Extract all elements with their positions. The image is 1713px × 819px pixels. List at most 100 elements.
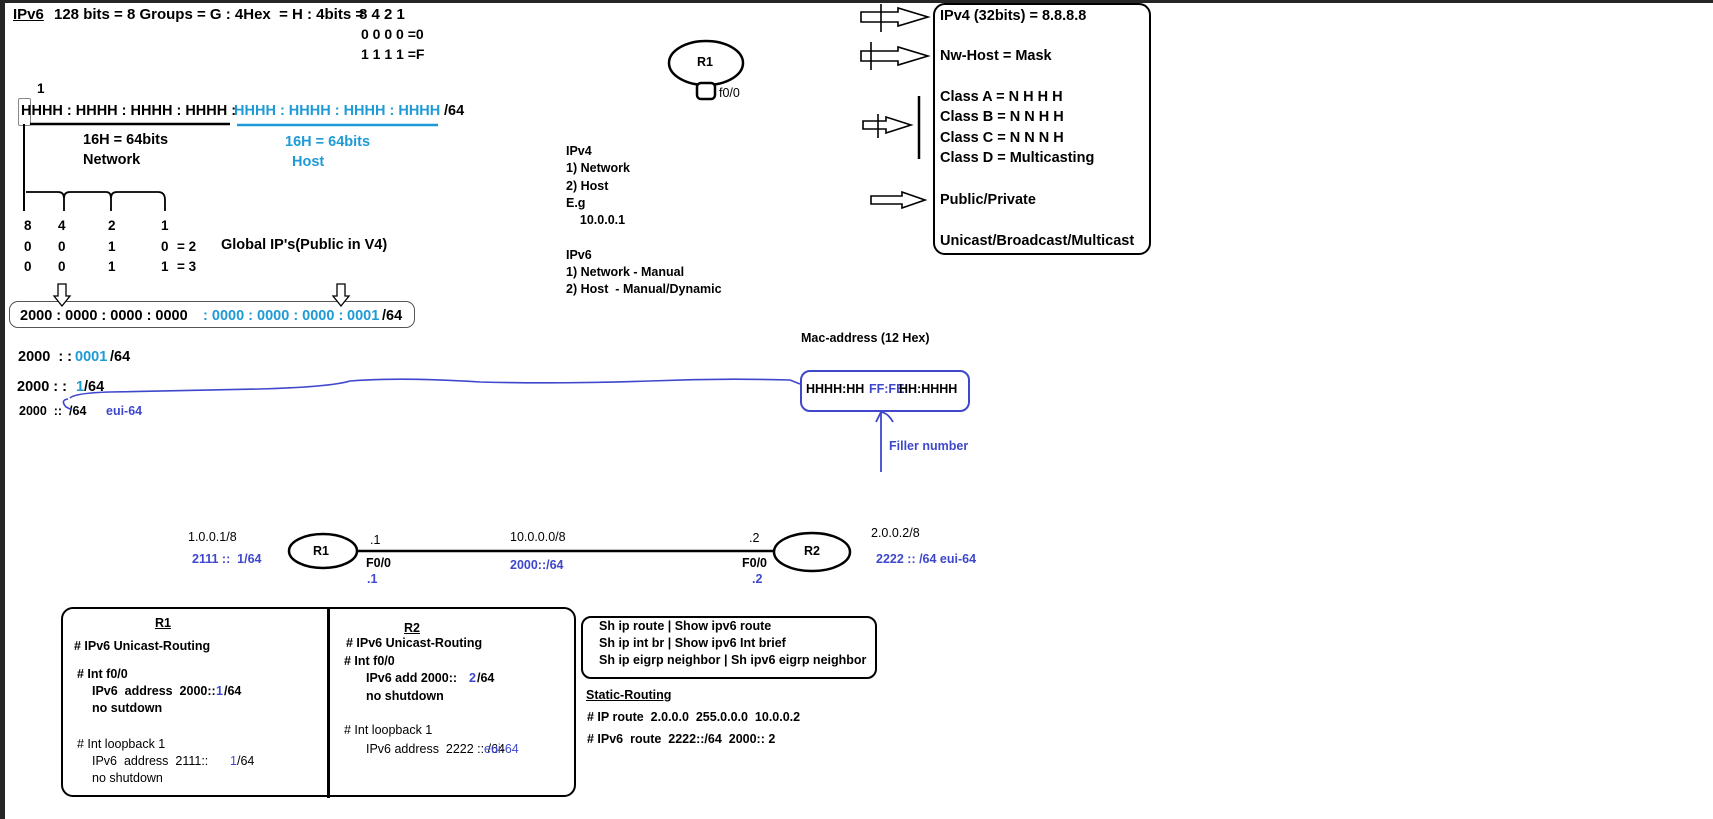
static-route-v6: # IPv6 route 2222::/64 2000:: 2 bbox=[587, 732, 776, 746]
right-arrow-icon bbox=[862, 114, 914, 138]
show-command: Sh ip int br | Show ipv6 Int brief bbox=[599, 636, 786, 650]
bit-bracket bbox=[26, 191, 166, 211]
r1-host-v4: .1 bbox=[370, 533, 381, 547]
show-command: Sh ip eigrp neighbor | Sh ipv6 eigrp nei… bbox=[599, 653, 867, 667]
ipv4-box-line: Class C = N N N H bbox=[940, 130, 1064, 146]
network-size-label: 16H = 64bits bbox=[83, 132, 169, 148]
r2-config-line: /64 bbox=[477, 671, 495, 685]
global-ip-note: Global IP's(Public in V4) bbox=[221, 237, 388, 253]
r2-config-host-id: 2 bbox=[469, 671, 476, 685]
host-label: Host bbox=[292, 154, 325, 170]
full-address-network: 2000 : 0000 : 0000 : 0000 bbox=[20, 308, 188, 324]
r1-config-line: no sutdown bbox=[92, 701, 163, 715]
config-box bbox=[61, 607, 576, 797]
r1-config-line: /64 bbox=[224, 684, 242, 698]
compressed-2-c: /64 bbox=[84, 379, 105, 395]
row1-b1: 0 bbox=[161, 239, 169, 254]
r2-config-line: # IPv6 Unicast-Routing bbox=[346, 636, 483, 650]
r2-host-v4: .2 bbox=[749, 531, 760, 545]
r1-config-title: R1 bbox=[155, 616, 171, 630]
r1-config-line: # Int f0/0 bbox=[77, 667, 128, 681]
full-address-box bbox=[9, 301, 415, 328]
r2-loopback-v6: 2222 :: /64 eui-64 bbox=[876, 552, 977, 566]
ipv6-prefix: /64 bbox=[440, 103, 465, 119]
weight-1: 1 bbox=[161, 218, 169, 233]
r1-loopback-v4: 1.0.0.1/8 bbox=[188, 530, 237, 544]
r1-loopback-host-id: 1 bbox=[230, 754, 237, 768]
ipv4-box-line: Class A = N H H H bbox=[940, 89, 1063, 105]
r2-config-title: R2 bbox=[404, 621, 420, 635]
row2-result: = 3 bbox=[177, 259, 197, 274]
marker-label: 1 bbox=[37, 81, 45, 96]
ipv4-notes-item: E.g bbox=[566, 196, 586, 210]
ipv4-box-line: Unicast/Broadcast/Multicast bbox=[940, 233, 1135, 249]
row2-b8: 0 bbox=[24, 259, 32, 274]
static-routing-title: Static-Routing bbox=[586, 688, 672, 702]
ipv4-notes-item: 10.0.0.1 bbox=[566, 213, 626, 227]
r1-interface: F0/0 bbox=[366, 556, 392, 570]
show-commands-box bbox=[581, 616, 877, 679]
r2-router-label[interactable]: R2 bbox=[804, 544, 820, 558]
row1-b8: 0 bbox=[24, 239, 32, 254]
r2-config-line: IPv6 address 2222 :: /64 bbox=[366, 742, 509, 756]
r2-config-line: IPv6 add 2000:: bbox=[366, 671, 461, 685]
row2-b2: 1 bbox=[108, 259, 116, 274]
r2-config-line: no shutdown bbox=[366, 689, 444, 703]
row2-b1: 1 bbox=[161, 259, 169, 274]
ipv4-notes-title: IPv4 bbox=[566, 144, 592, 158]
ipv6-notes-title: IPv6 bbox=[566, 248, 592, 262]
ipv4-box-line: Class B = N N H H bbox=[940, 109, 1064, 125]
binary-zero: 0 0 0 0 =0 bbox=[361, 26, 424, 42]
eui64-label: eui-64 bbox=[106, 404, 143, 418]
r2-host-v6: .2 bbox=[752, 572, 763, 586]
link-v4: 10.0.0.0/8 bbox=[510, 530, 566, 544]
row1-b2: 1 bbox=[108, 239, 116, 254]
compressed-3: 2000 :: /64 bbox=[19, 404, 87, 418]
ipv6-definition: 128 bits = 8 Groups = G : 4Hex = H : 4bi… bbox=[54, 6, 365, 23]
small-router-label: R1 bbox=[697, 55, 713, 69]
row2-b4: 0 bbox=[58, 259, 66, 274]
mac-filler: FF:FE bbox=[869, 382, 905, 396]
r1-config-line: # Int loopback 1 bbox=[77, 737, 166, 751]
interface-port-icon bbox=[695, 81, 717, 101]
row1-result: = 2 bbox=[177, 239, 197, 254]
compressed-1-b: 0001 bbox=[75, 349, 108, 365]
compressed-1-c: /64 bbox=[110, 349, 131, 365]
window-frame-top bbox=[0, 0, 1713, 3]
ipv4-box-line: IPv4 (32bits) = 8.8.8.8 bbox=[940, 8, 1087, 24]
bit-weights: 8 4 2 1 bbox=[359, 6, 405, 23]
r1-config-host-id: 1 bbox=[216, 684, 223, 698]
ipv4-box-line: Public/Private bbox=[940, 192, 1036, 208]
compressed-2-a: 2000 : : bbox=[17, 379, 76, 395]
mac-part2: HH:HHHH bbox=[899, 382, 958, 396]
window-frame-left bbox=[0, 0, 5, 819]
ipv4-notes-item: 2) Host bbox=[566, 179, 609, 193]
r1-config-line: /64 bbox=[237, 754, 255, 768]
r1-router-label[interactable]: R1 bbox=[313, 544, 329, 558]
r2-loopback-v4: 2.0.0.2/8 bbox=[871, 526, 920, 540]
weight-4: 4 bbox=[58, 218, 66, 233]
weight-8: 8 bbox=[24, 218, 32, 233]
mac-box bbox=[800, 370, 970, 412]
right-arrow-icon bbox=[860, 4, 931, 32]
ipv4-box-line: Class D = Multicasting bbox=[940, 150, 1095, 166]
r2-config-line: # Int f0/0 bbox=[344, 654, 395, 668]
full-address-prefix: /64 bbox=[382, 308, 403, 324]
link-v6: 2000::/64 bbox=[510, 558, 564, 572]
ipv4-summary-box bbox=[933, 3, 1151, 255]
full-address-host-last: 0001 bbox=[347, 308, 380, 324]
mac-part1: HHHH:HH bbox=[806, 382, 868, 396]
host-size-label: 16H = 64bits bbox=[285, 134, 371, 150]
eui64-link-line bbox=[62, 378, 801, 411]
ipv4-box-line: Nw-Host = Mask bbox=[940, 48, 1052, 64]
ipv6-network-part: HHHH : HHHH : HHHH : HHHH : bbox=[21, 103, 237, 119]
small-router-interface: f0/0 bbox=[719, 86, 740, 100]
r1-config-line: no shutdown bbox=[92, 771, 163, 785]
mac-title: Mac-address (12 Hex) bbox=[801, 331, 930, 345]
ipv4-notes-item: 1) Network bbox=[566, 161, 630, 175]
right-arrow-icon bbox=[860, 42, 931, 70]
ipv6-title: IPv6 bbox=[13, 6, 44, 23]
row1-b4: 0 bbox=[58, 239, 66, 254]
compressed-1-a: 2000 : : bbox=[18, 349, 77, 365]
binary-f: 1 1 1 1 =F bbox=[361, 46, 425, 62]
